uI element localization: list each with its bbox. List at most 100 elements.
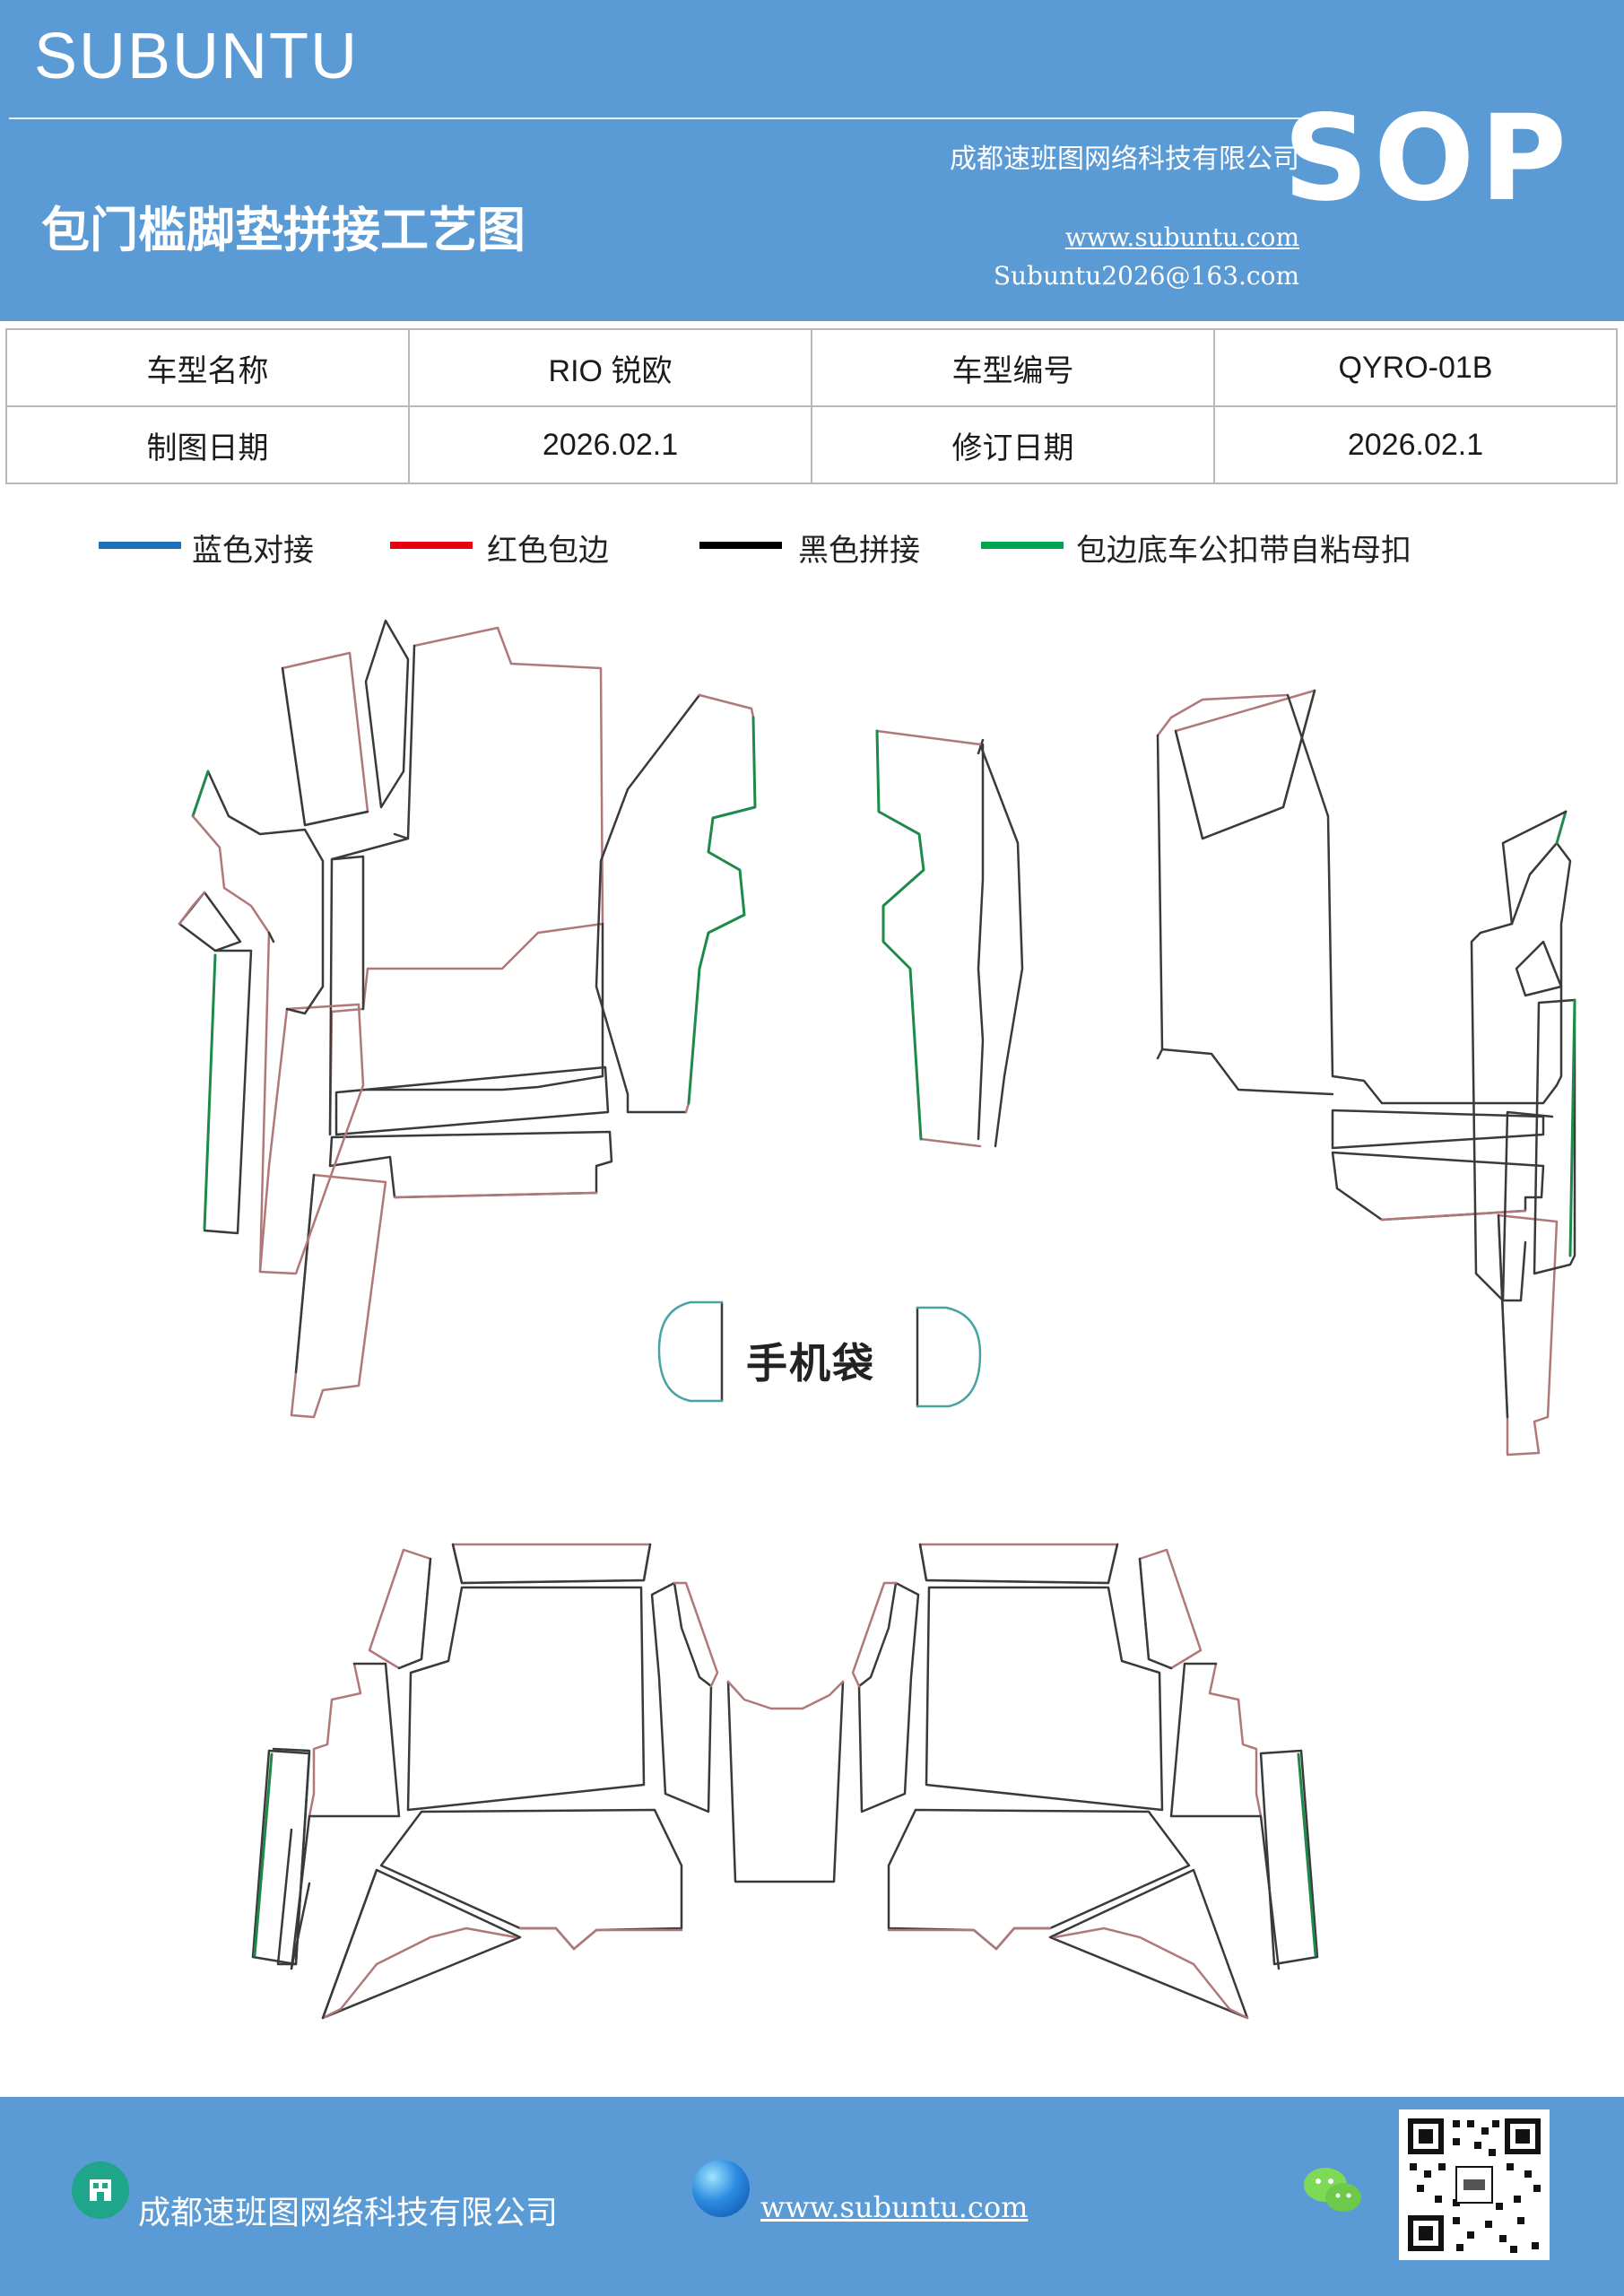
mat-piece [294,1173,316,1374]
mat-piece [203,953,217,1231]
legend-swatch [699,542,782,549]
mat-piece [251,1749,311,1966]
mat-piece [290,1173,387,1419]
legend-label: 黑色拼接 [798,533,920,569]
mat-piece [875,729,982,1148]
mat-piece [977,738,985,1141]
mat-piece [518,1926,683,1951]
model-name-value: RIO 锐欧 [408,328,812,407]
mat-piece [451,1543,652,1585]
legend-swatch [390,542,473,549]
mat-piece [726,1680,845,1883]
brand-logo-text: SUBUNTU [34,21,360,92]
legend-label: 红色包边 [487,533,609,569]
mat-piece [290,1662,401,1970]
mat-piece [1286,693,1572,1105]
mat-piece [851,1581,898,1688]
mat-piece [1297,1752,1317,1957]
draw-date-value: 2026.02.1 [408,405,812,484]
mat-piece [281,666,369,827]
mat-piece [328,1130,613,1199]
table-row: 车型名称 RIO 锐欧 车型编号 QYRO-01B [5,328,1618,407]
mat-piece [1208,1662,1263,1818]
document-title: 包门槛脚垫拼接工艺图 [41,201,525,258]
mat-piece [978,743,1024,1148]
wechat-icon[interactable] [1302,2163,1365,2217]
mat-piece [203,949,253,1235]
front-right-mat-group [977,689,1576,1457]
vehicle-info-table: 车型名称 RIO 锐欧 车型编号 QYRO-01B 制图日期 2026.02.1… [5,328,1618,484]
rear-left-mat-group [251,1543,719,2020]
mat-piece [253,1752,274,1957]
mat-piece [451,1543,652,1585]
color-legend: 蓝色对接 红色包边 黑色拼接 包边底车公扣带自粘母扣 [0,522,1624,576]
model-code-value: QYRO-01B [1213,328,1618,407]
mat-piece [191,770,210,818]
footer-website-link[interactable]: www.subuntu.com [760,2190,1029,2224]
mat-piece [857,1581,920,1813]
mat-piece [321,1926,517,2020]
mat-piece [684,693,755,1114]
mat-piece [328,644,604,1136]
email-address: Subuntu2026@163.com [993,261,1299,291]
draw-date-label: 制图日期 [5,405,410,484]
sop-label: SOP [1282,90,1572,228]
qr-code [1399,2109,1550,2260]
globe-icon [692,2160,750,2217]
mat-piece [281,651,369,827]
model-name-label: 车型名称 [5,328,410,407]
mat-piece [321,1868,378,2020]
phone-pocket-label: 手机袋 [746,1339,875,1387]
revision-date-value: 2026.02.1 [1213,405,1618,484]
mat-piece [1259,1749,1319,1966]
mat-piece [1568,998,1576,1257]
phone-pocket-left-edge [657,1300,724,1403]
mat-piece [1470,841,1559,1302]
header-banner: SUBUNTU 成都速班图网络科技有限公司 包门槛脚垫拼接工艺图 www.sub… [0,0,1624,321]
model-code-label: 车型编号 [811,328,1215,407]
legend-label: 包边底车公扣带自粘母扣 [1076,533,1411,569]
mat-piece [178,891,206,926]
mat-piece [726,1680,845,1710]
mat-piece [918,1543,1119,1585]
mat-piece [595,693,701,1114]
rear-right-mat-group [851,1543,1319,2020]
legend-swatch [99,542,181,549]
mat-piece [1169,1662,1281,1970]
table-row: 制图日期 2026.02.1 修订日期 2026.02.1 [5,405,1618,484]
mat-piece [328,626,604,1136]
footer-banner: 成都速班图网络科技有限公司 www.subuntu.com [0,2097,1624,2296]
mat-piece [1515,940,1563,997]
mat-piece [1174,689,1316,840]
mat-piece [1501,1110,1554,1302]
mat-piece [393,1191,598,1199]
mat-piece [1138,1557,1173,1670]
company-name: 成都速班图网络科技有限公司 [950,144,1299,175]
mat-piece [1156,734,1334,1096]
mat-piece [1156,693,1290,737]
mat-piece [397,1557,432,1670]
mat-piece [1501,810,1568,926]
header-divider [9,117,1300,119]
mat-piece [308,1662,362,1818]
mat-piece [1331,1109,1545,1150]
mat-piece [875,729,925,1141]
legend-swatch [981,542,1064,549]
mat-piece [1380,1209,1527,1222]
legend-label: 蓝色对接 [192,533,314,569]
building-icon [72,2161,129,2219]
revision-date-label: 修订日期 [811,405,1215,484]
rear-center-tunnel [726,1680,845,1883]
phone-pocket-group [657,1300,982,1408]
mat-piece [406,1586,646,1812]
mat-piece [1555,810,1568,845]
mat-piece [650,1581,713,1813]
website-link[interactable]: www.subuntu.com [1064,222,1299,252]
mat-piece [887,1926,1052,1951]
mat-piece [1053,1926,1249,2020]
mat-piece [1048,1868,1249,2020]
mat-piece [1533,998,1576,1275]
mat-piece [673,1581,719,1688]
mat-piece [267,931,275,944]
